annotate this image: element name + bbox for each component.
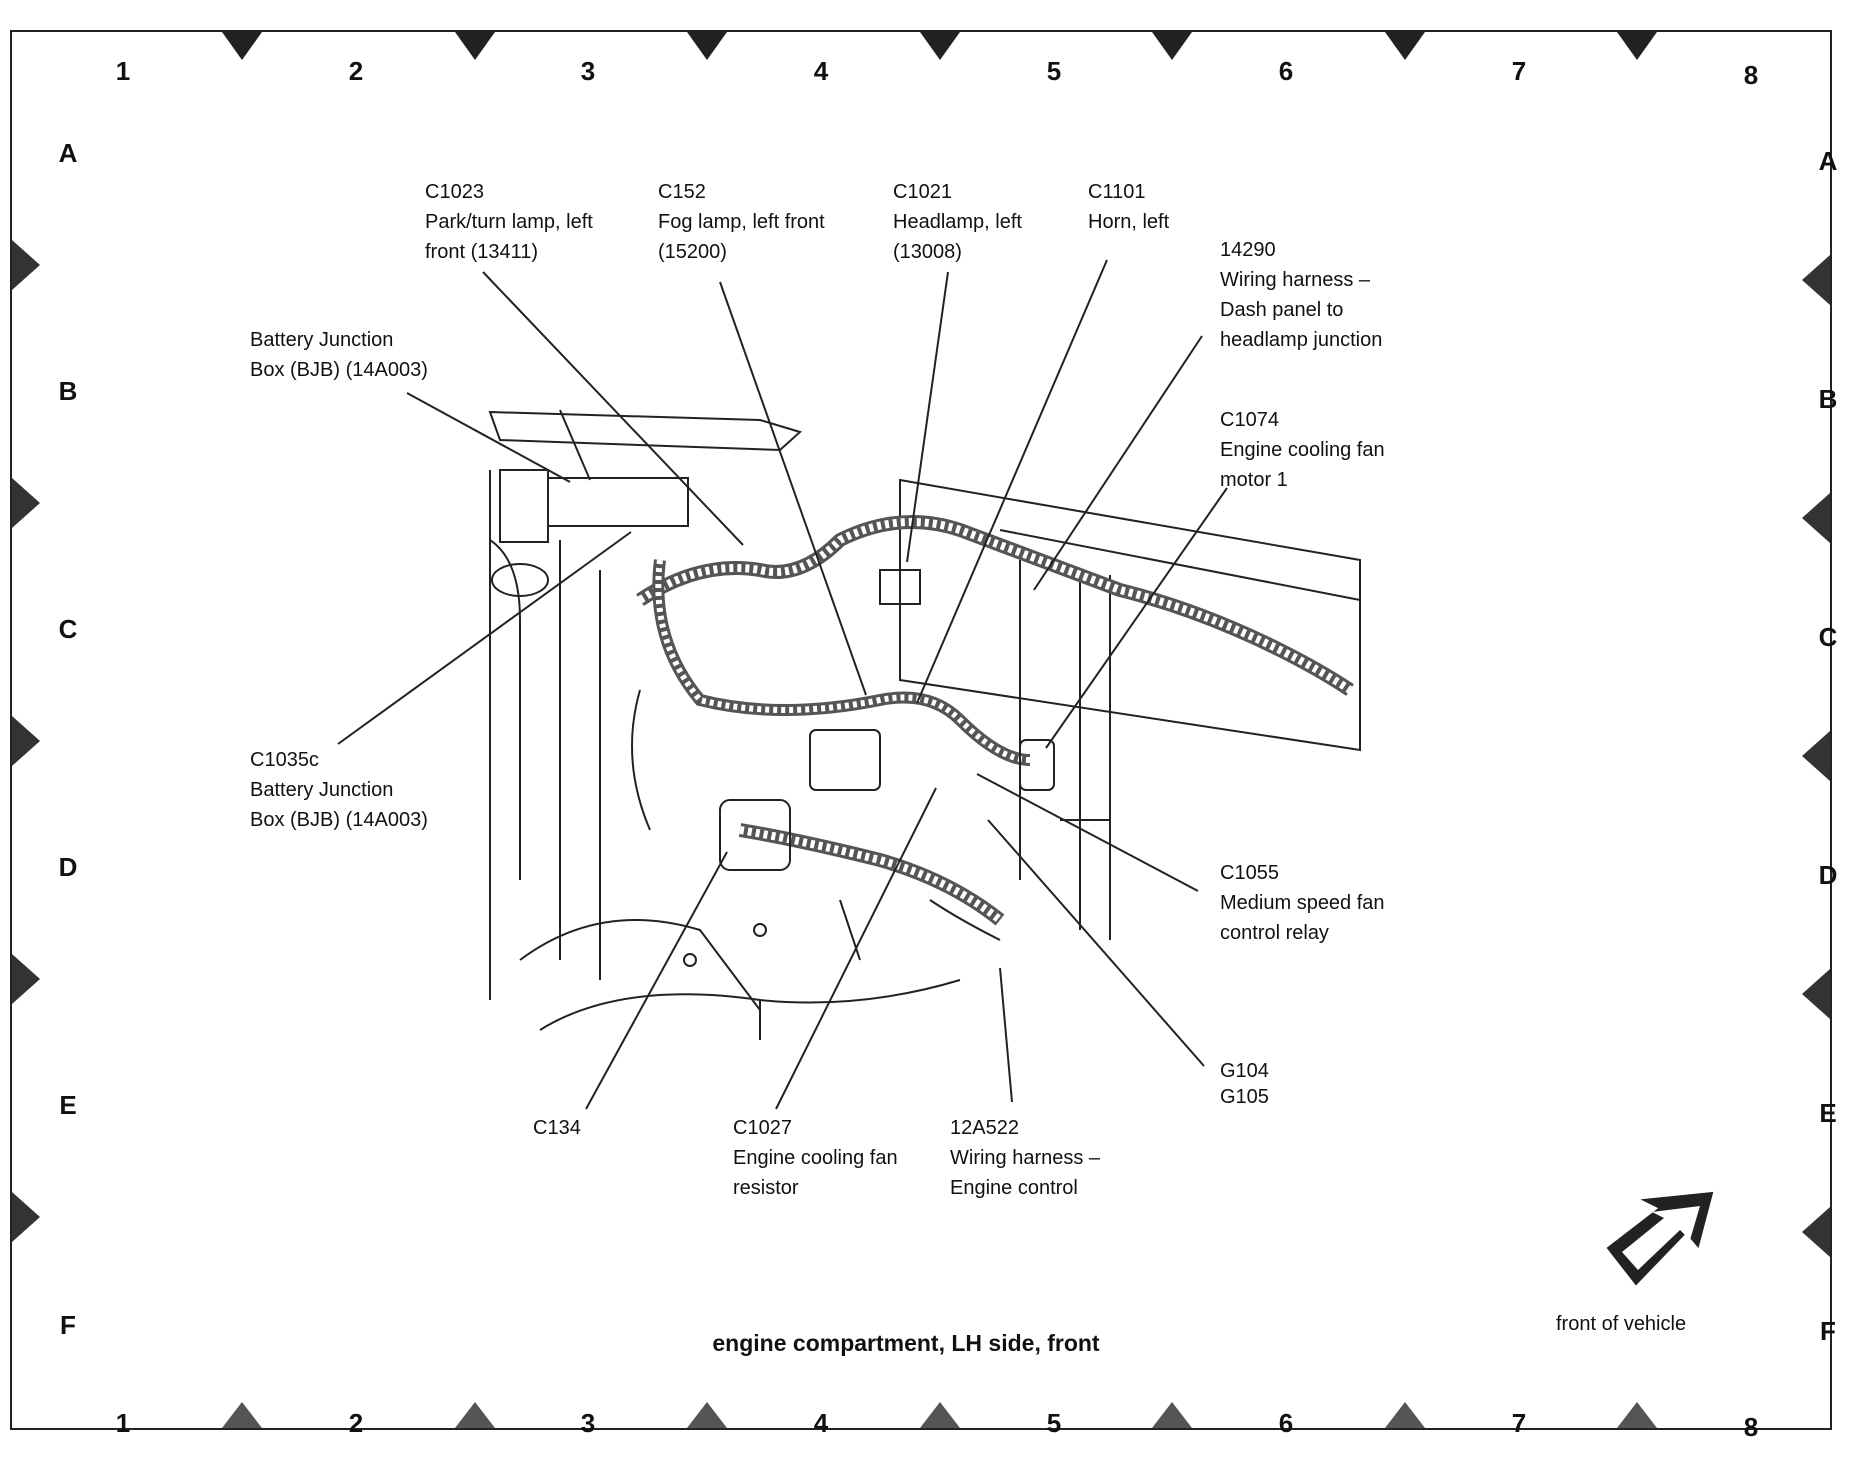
- grid-markers-right: [1802, 255, 1830, 1257]
- callout-12a522-desc2: Engine control: [950, 1177, 1078, 1199]
- grid-row-b-left: B: [58, 376, 78, 406]
- grid-col-5-top: 5: [1046, 56, 1062, 86]
- grid-markers-left: [12, 240, 40, 1242]
- callout-bjb: Battery Junction Box (BJB) (14A003): [250, 325, 428, 385]
- callout-c152-desc2: (15200): [658, 241, 727, 263]
- callout-c1021-desc2: (13008): [893, 241, 962, 263]
- grid-row-d-left: D: [58, 852, 78, 882]
- grid-col-6-top: 6: [1278, 56, 1294, 86]
- callout-c1021-code: C1021: [893, 181, 952, 203]
- callout-c1074: C1074 Engine cooling fan motor 1: [1220, 405, 1385, 495]
- grid-row-b-right: B: [1818, 384, 1838, 414]
- callout-c1035c-desc2: Box (BJB) (14A003): [250, 809, 428, 831]
- grid-markers-top: [222, 32, 1657, 60]
- callout-leader-lines: [337, 259, 1228, 1110]
- callout-14290-code: 14290: [1220, 239, 1276, 261]
- grid-col-2-top: 2: [348, 56, 364, 86]
- callout-c1023-code: C1023: [425, 181, 484, 203]
- callout-c1055-code: C1055: [1220, 862, 1279, 884]
- callout-c1027: C1027 Engine cooling fan resistor: [733, 1113, 898, 1203]
- callout-c1023: C1023 Park/turn lamp, left front (13411): [425, 177, 593, 267]
- grid-col-1-bottom: 1: [115, 1408, 131, 1438]
- grid-row-c-left: C: [58, 614, 78, 644]
- callout-c1035c-code: C1035c: [250, 749, 319, 771]
- callout-12a522-desc1: Wiring harness –: [950, 1147, 1101, 1169]
- diagram-frame: [10, 30, 1832, 1430]
- callout-14290: 14290 Wiring harness – Dash panel to hea…: [1220, 235, 1382, 355]
- grid-row-e-right: E: [1819, 1098, 1837, 1128]
- grid-col-6-bottom: 6: [1278, 1408, 1294, 1438]
- callout-c152-code: C152: [658, 181, 706, 203]
- grid-col-8-top: 8: [1743, 60, 1759, 90]
- callout-c1021-desc1: Headlamp, left: [893, 211, 1022, 233]
- grid-row-a-right: A: [1818, 146, 1838, 176]
- callout-c1101-code: C1101: [1088, 181, 1146, 203]
- callout-12a522: 12A522 Wiring harness – Engine control: [950, 1113, 1100, 1203]
- grid-row-c-right: C: [1818, 622, 1838, 652]
- grid-row-a-left: A: [58, 138, 78, 168]
- callout-bjb-desc2: Box (BJB) (14A003): [250, 359, 428, 381]
- grid-col-1-top: 1: [115, 56, 131, 86]
- callout-c1101-desc1: Horn, left: [1088, 211, 1170, 233]
- callout-c1023-desc1: Park/turn lamp, left: [425, 211, 593, 233]
- callout-14290-desc1: Wiring harness –: [1220, 269, 1371, 291]
- callout-c134: C134: [533, 1113, 581, 1143]
- grid-row-e-left: E: [59, 1090, 77, 1120]
- grid-col-3-top: 3: [580, 56, 596, 86]
- callout-g104-g105: G104 G105: [1220, 1058, 1269, 1110]
- callout-c1023-desc2: front (13411): [425, 241, 539, 263]
- callout-c1055: C1055 Medium speed fan control relay: [1220, 858, 1385, 948]
- grid-col-5-bottom: 5: [1046, 1408, 1062, 1438]
- callout-c1101: C1101 Horn, left: [1088, 177, 1169, 237]
- callout-c1055-desc1: Medium speed fan: [1220, 892, 1385, 914]
- callout-c1027-desc1: Engine cooling fan: [733, 1147, 898, 1169]
- front-of-vehicle-arrow-icon: [1606, 1191, 1714, 1286]
- callout-c1055-desc2: control relay: [1220, 922, 1329, 944]
- grid-col-4-top: 4: [813, 56, 829, 86]
- grid-markers-bottom: [222, 1402, 1657, 1428]
- callout-g105: G105: [1220, 1086, 1269, 1108]
- callout-bjb-desc1: Battery Junction: [250, 329, 394, 351]
- callout-12a522-code: 12A522: [950, 1117, 1019, 1139]
- callout-c134-code: C134: [533, 1117, 581, 1139]
- grid-col-7-bottom: 7: [1511, 1408, 1527, 1438]
- grid-col-4-bottom: 4: [813, 1408, 829, 1438]
- callout-c1027-code: C1027: [733, 1117, 792, 1139]
- callout-c1074-code: C1074: [1220, 409, 1279, 431]
- engine-compartment-illustration: [488, 409, 1361, 1040]
- callout-14290-desc3: headlamp junction: [1220, 329, 1383, 351]
- callout-c152-desc1: Fog lamp, left front: [658, 211, 825, 233]
- callout-c1035c: C1035c Battery Junction Box (BJB) (14A00…: [250, 745, 428, 835]
- callout-c1035c-desc1: Battery Junction: [250, 779, 394, 801]
- callout-c152: C152 Fog lamp, left front (15200): [658, 177, 825, 267]
- callout-c1027-desc2: resistor: [733, 1177, 799, 1199]
- front-of-vehicle-label: front of vehicle: [1556, 1313, 1687, 1335]
- callout-c1074-desc2: motor 1: [1220, 469, 1288, 491]
- callout-c1074-desc1: Engine cooling fan: [1220, 439, 1385, 461]
- callout-g104: G104: [1220, 1060, 1269, 1082]
- grid-col-2-bottom: 2: [348, 1408, 364, 1438]
- grid-col-8-bottom: 8: [1743, 1412, 1759, 1442]
- grid-row-f-left: F: [60, 1310, 76, 1340]
- grid-col-3-bottom: 3: [580, 1408, 596, 1438]
- callout-14290-desc2: Dash panel to: [1220, 299, 1344, 321]
- grid-row-d-right: D: [1818, 860, 1838, 890]
- grid-col-7-top: 7: [1511, 56, 1527, 86]
- callout-c1021: C1021 Headlamp, left (13008): [893, 177, 1022, 267]
- grid-row-f-right: F: [1820, 1316, 1836, 1346]
- diagram-title: engine compartment, LH side, front: [712, 1330, 1100, 1356]
